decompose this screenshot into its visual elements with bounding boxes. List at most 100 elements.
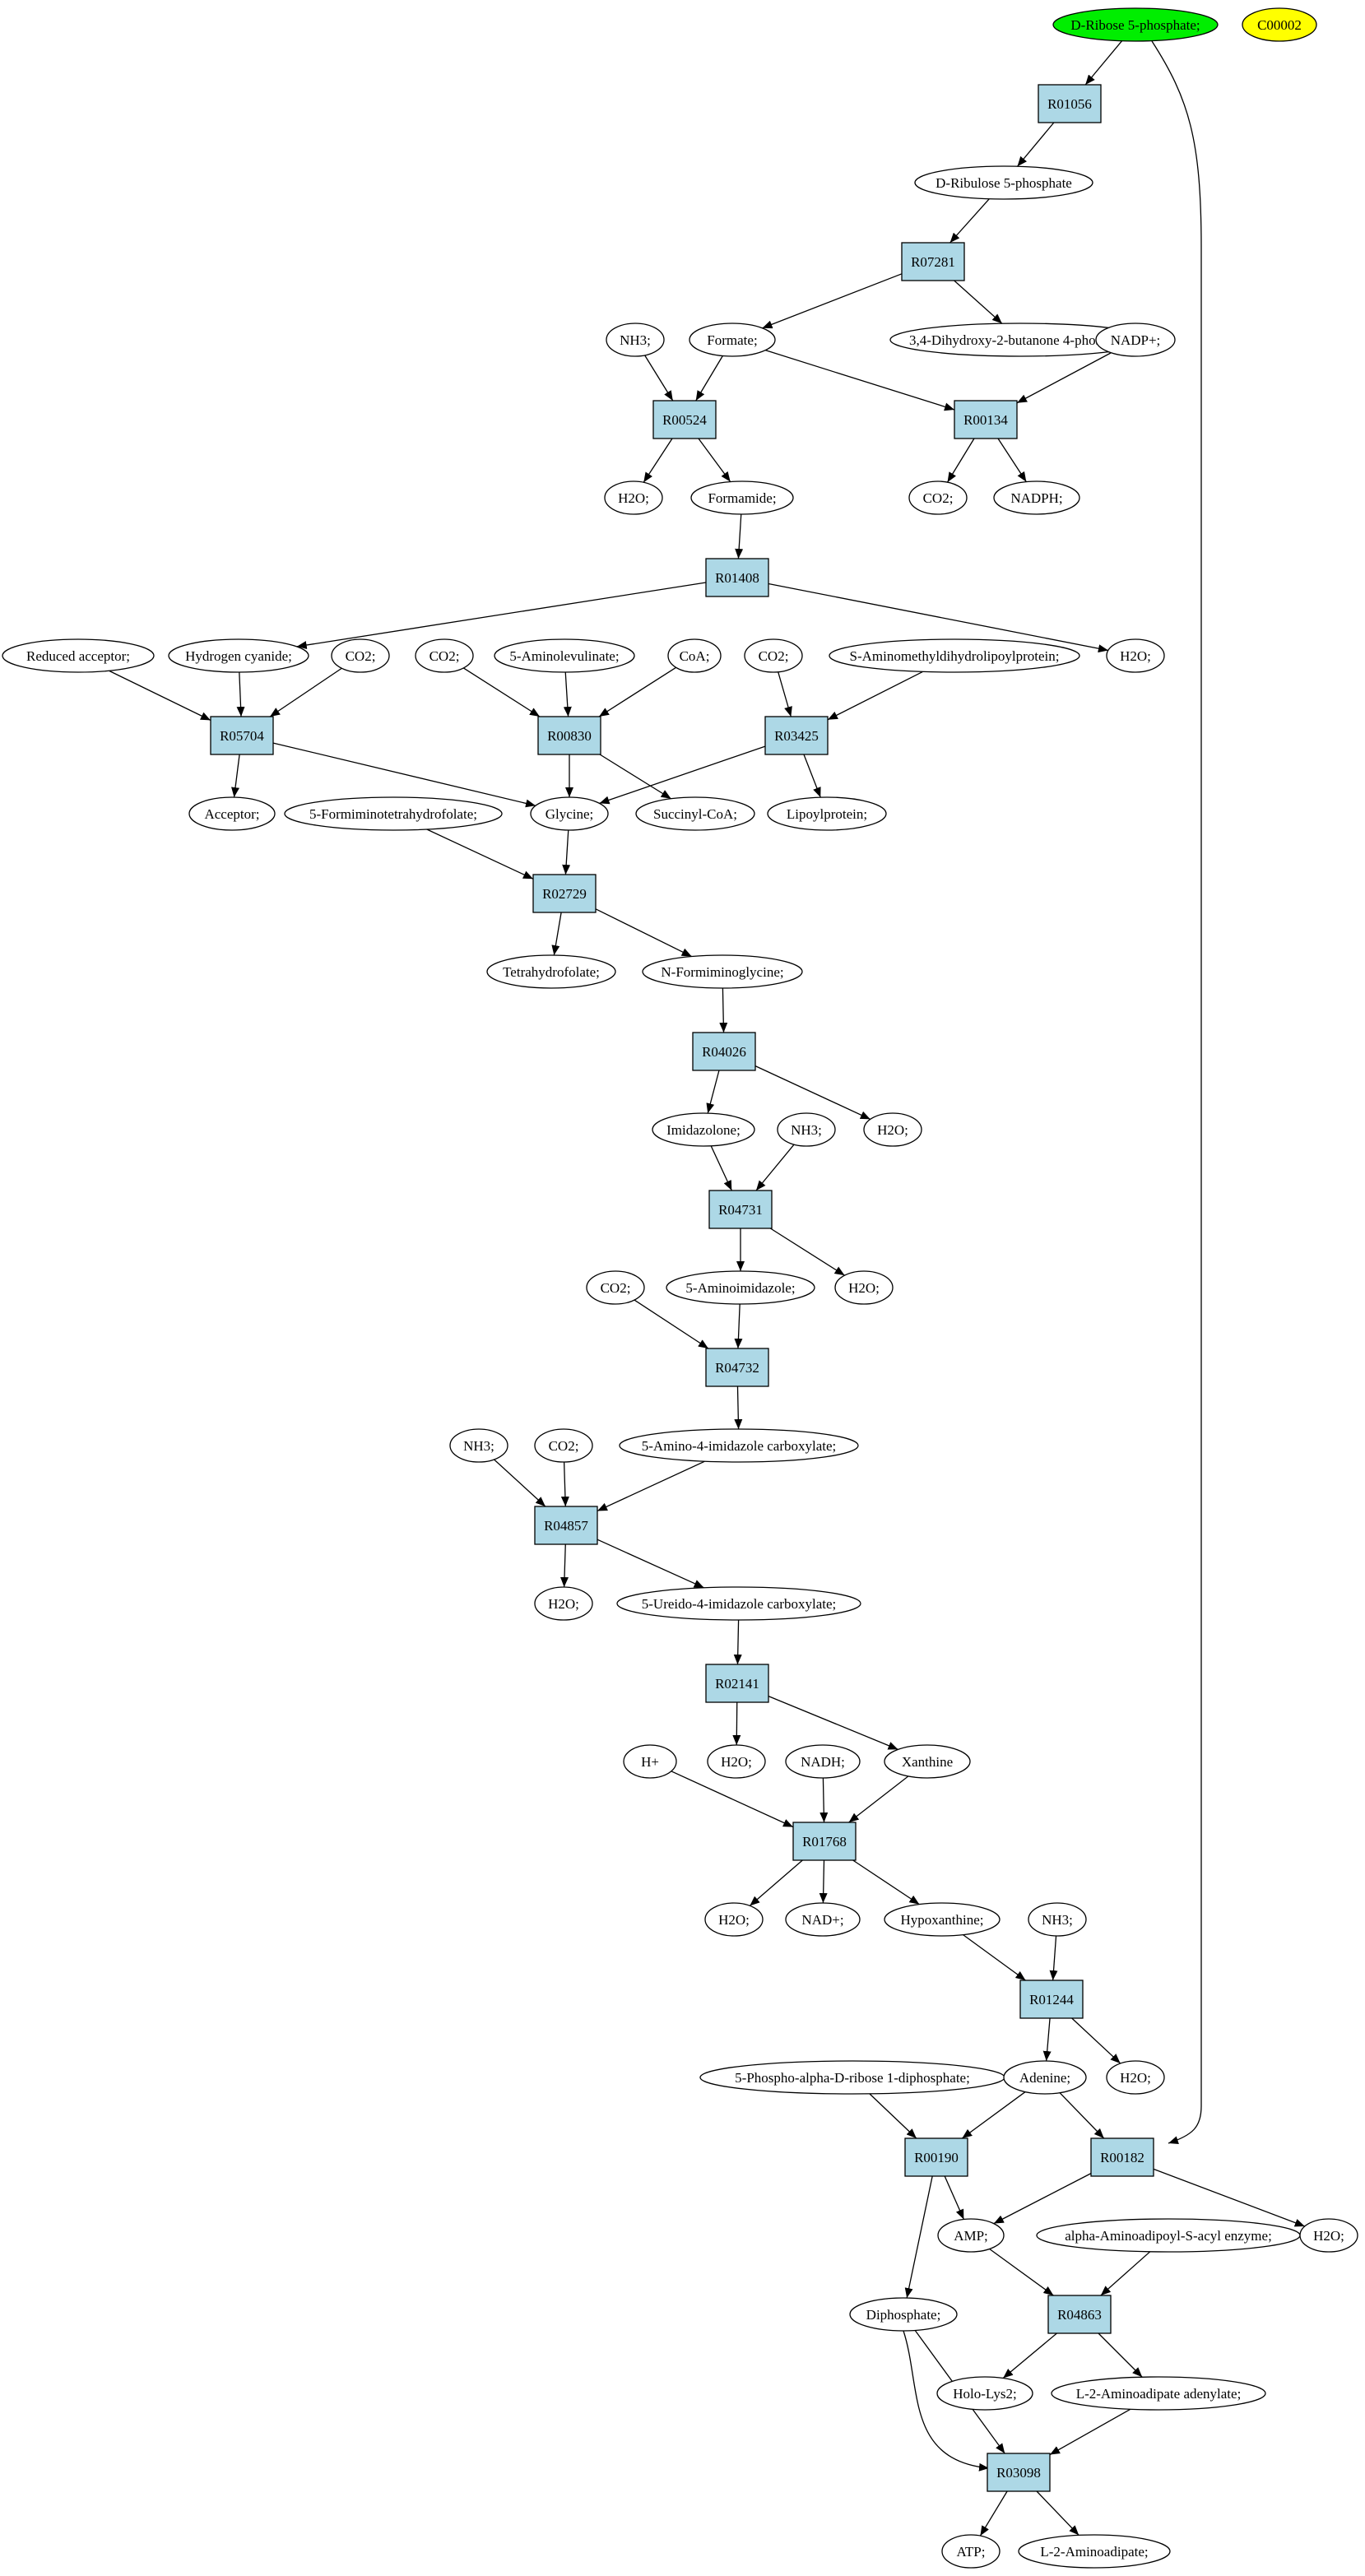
compound-node-lipoylprotein[interactable]: Lipoylprotein; [767,796,887,831]
compound-node-holo-lys2[interactable]: Holo-Lys2; [936,2376,1033,2411]
compound-node-aminoadipoyl[interactable]: alpha-Aminoadipoyl-S-acyl enzyme; [1036,2218,1301,2253]
compound-node-formamide[interactable]: Formamide; [690,480,794,515]
compound-node-h2o-9[interactable]: H2O; [1299,2218,1358,2253]
compound-node-ribulose5p[interactable]: D-Ribulose 5-phosphate [914,165,1093,200]
compound-node-atp[interactable]: ATP; [941,2534,1001,2569]
compound-node-nadh[interactable]: NADH; [785,1744,861,1779]
compound-node-nadp[interactable]: NADP+; [1095,323,1176,357]
compound-node-acceptor[interactable]: Acceptor; [188,796,276,831]
compound-label: NH3; [463,1438,494,1454]
compound-node-c00002[interactable]: C00002 [1242,7,1317,42]
reaction-node-r04857[interactable]: R04857 [534,1506,598,1545]
edge-R03425-to-glycine [599,745,766,805]
compound-label: H2O; [1120,2070,1151,2086]
compound-node-prpp[interactable]: 5-Phospho-alpha-D-ribose 1-diphosphate; [699,2060,1005,2095]
compound-node-h2o-7[interactable]: H2O; [704,1902,764,1937]
compound-node-h2o-6[interactable]: H2O; [707,1744,766,1779]
reaction-node-r05704[interactable]: R05704 [210,716,274,755]
compound-node-co2-5[interactable]: CO2; [586,1270,645,1305]
compound-node-co2-1[interactable]: CO2; [908,480,968,515]
compound-node-h2o-2[interactable]: H2O; [1106,638,1165,673]
edge-co2_6-to-R04857 [560,1461,569,1507]
reaction-node-r02141[interactable]: R02141 [705,1664,769,1703]
compound-node-hplus[interactable]: H+ [623,1744,677,1779]
compound-node-dihydroxy[interactable]: 3,4-Dihydroxy-2-butanone 4-phosphate [889,323,1151,357]
reaction-node-r00524[interactable]: R00524 [652,400,717,439]
compound-node-h2o-8[interactable]: H2O; [1106,2060,1165,2095]
compound-node-nadph[interactable]: NADPH; [993,480,1080,515]
compound-node-amp[interactable]: AMP; [937,2218,1005,2253]
compound-node-aminolevulinate[interactable]: 5-Aminolevulinate; [494,638,635,673]
compound-node-nh3-4[interactable]: NH3; [1028,1902,1087,1937]
compound-node-h2o-5[interactable]: H2O; [534,1586,593,1621]
compound-label: L-2-Aminoadipate adenylate; [1076,2386,1242,2402]
compound-node-glycine[interactable]: Glycine; [530,796,609,831]
edge-R05704-to-acceptor [231,754,240,798]
compound-node-hypoxanthine[interactable]: Hypoxanthine; [884,1902,1001,1937]
reaction-node-r03098[interactable]: R03098 [987,2453,1051,2492]
reaction-node-r00182[interactable]: R00182 [1090,2137,1154,2177]
compound-node-aminoimidazole[interactable]: 5-Aminoimidazole; [666,1270,815,1305]
edge-ribose5p-to-R00182 [1151,40,1202,2144]
reaction-node-r02729[interactable]: R02729 [532,874,597,913]
compound-node-succinyl-coa[interactable]: Succinyl-CoA; [635,796,755,831]
compound-node-s-amino[interactable]: S-Aminomethyldihydrolipoylprotein; [829,638,1080,673]
reaction-node-r01768[interactable]: R01768 [792,1822,857,1861]
reaction-node-r00190[interactable]: R00190 [904,2137,968,2177]
edge-R04863-to-aminoadipate_adenylate [1098,2332,1143,2378]
compound-node-imidazolone[interactable]: Imidazolone; [652,1112,755,1147]
compound-node-aminoadipate-adenylate[interactable]: L-2-Aminoadipate adenylate; [1051,2376,1266,2411]
compound-node-ureido[interactable]: 5-Ureido-4-imidazole carboxylate; [616,1586,861,1621]
reaction-node-r04732[interactable]: R04732 [705,1348,769,1387]
reaction-node-r04731[interactable]: R04731 [708,1190,773,1229]
compound-node-hcn[interactable]: Hydrogen cyanide; [168,638,309,673]
compound-node-reduced-acceptor[interactable]: Reduced acceptor; [2,638,155,673]
compound-node-co2-2[interactable]: CO2; [331,638,390,673]
reaction-box [652,400,717,439]
compound-node-co2-6[interactable]: CO2; [534,1428,593,1463]
compound-node-h2o-4[interactable]: H2O; [834,1270,894,1305]
compound-node-co2-3[interactable]: CO2; [415,638,474,673]
reaction-node-r00830[interactable]: R00830 [537,716,601,755]
edge-R02141-to-xanthine [768,1696,898,1750]
compound-node-nadplus[interactable]: NAD+; [785,1902,861,1937]
reaction-node-r00134[interactable]: R00134 [954,400,1018,439]
compound-node-formate[interactable]: Formate; [689,323,776,357]
reaction-node-r01056[interactable]: R01056 [1038,84,1102,123]
compound-node-xanthine[interactable]: Xanthine [884,1744,971,1779]
compound-ellipse [606,323,665,357]
compound-node-diphosphate[interactable]: Diphosphate; [849,2297,958,2332]
compound-node-adenine[interactable]: Adenine; [1003,2060,1087,2095]
compound-label: L-2-Aminoadipate; [1040,2544,1148,2560]
edge-reduced_acceptor-to-R05704 [109,670,211,722]
compound-node-co2-4[interactable]: CO2; [744,638,803,673]
reaction-node-r07281[interactable]: R07281 [901,242,965,281]
compound-ellipse [1242,7,1317,42]
reaction-box [1019,1980,1084,2019]
compound-node-nh3-1[interactable]: NH3; [606,323,665,357]
reaction-node-r01408[interactable]: R01408 [705,558,769,597]
edge-co2_4-to-R03425 [778,671,792,717]
compound-node-thf[interactable]: Tetrahydrofolate; [486,954,616,989]
compound-ellipse [863,1112,922,1147]
compound-ellipse [284,796,503,831]
reaction-node-r01244[interactable]: R01244 [1019,1980,1084,2019]
reaction-node-r04863[interactable]: R04863 [1047,2295,1112,2334]
edge-R02141-to-h2o_6 [732,1701,741,1746]
compound-label: NH3; [1042,1912,1073,1928]
compound-node-ribose5p[interactable]: D-Ribose 5-phosphate; [1052,7,1219,42]
compound-ellipse [666,1270,815,1305]
compound-node-h2o-1[interactable]: H2O; [604,480,663,515]
compound-node-formimino-thf[interactable]: 5-Formiminotetrahydrofolate; [284,796,503,831]
compound-node-n-forminoglycine[interactable]: N-Formiminoglycine; [642,954,803,989]
reaction-node-r04026[interactable]: R04026 [692,1032,756,1071]
edge-hplus-to-R01768 [671,1771,794,1828]
compound-node-aminoadipate[interactable]: L-2-Aminoadipate; [1018,2534,1171,2569]
compound-node-coa[interactable]: CoA; [667,638,722,673]
compound-node-nh3-2[interactable]: NH3; [777,1112,836,1147]
compound-node-h2o-3[interactable]: H2O; [863,1112,922,1147]
edge-coa-to-R00830 [598,666,676,717]
reaction-node-r03425[interactable]: R03425 [764,716,829,755]
compound-node-amino-imid-carb[interactable]: 5-Amino-4-imidazole carboxylate; [619,1428,859,1463]
compound-node-nh3-3[interactable]: NH3; [449,1428,508,1463]
